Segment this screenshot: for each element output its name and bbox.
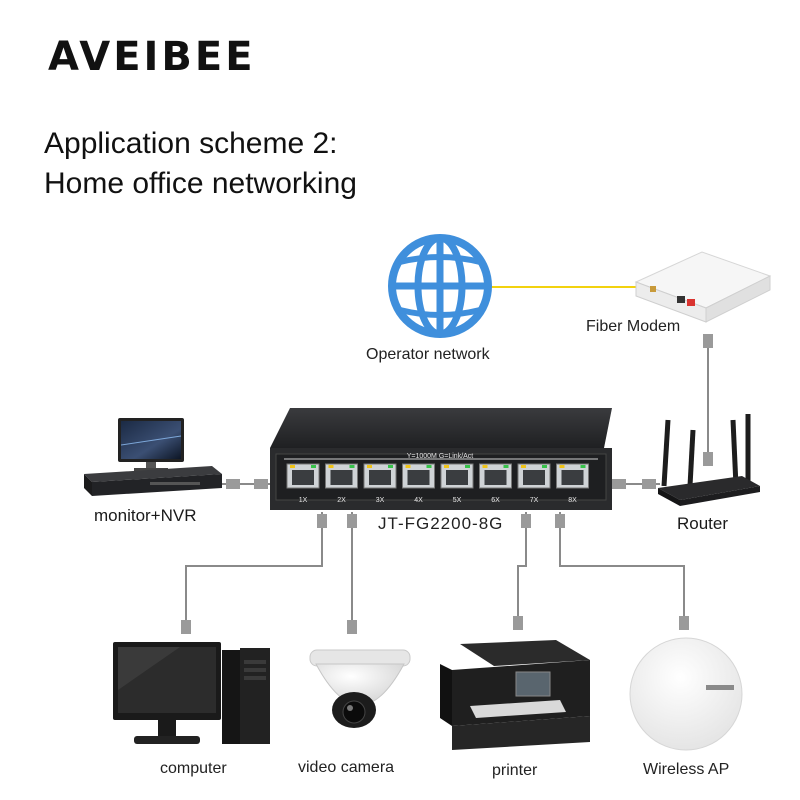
globe-icon xyxy=(388,234,492,338)
fiber-modem-label: Fiber Modem xyxy=(586,318,681,335)
switch-port-label: 1X xyxy=(299,497,308,504)
computer-label: computer xyxy=(160,760,227,777)
switch-port-led xyxy=(405,465,411,468)
switch-port-socket xyxy=(292,470,314,485)
switch-port-led xyxy=(503,465,509,468)
switch-port-socket xyxy=(523,470,545,485)
router-icon xyxy=(658,414,760,506)
switch-model-label: JT-FG2200-8G xyxy=(378,514,504,533)
switch-port-led xyxy=(521,465,526,468)
computer-icon xyxy=(113,642,270,744)
monitor-nvr-label: monitor+NVR xyxy=(94,506,197,525)
diagram-title: Application scheme 2: Home office networ… xyxy=(44,124,357,204)
switch-port-led xyxy=(580,465,586,468)
switch-port-led xyxy=(367,465,372,468)
switch-port-label: 4X xyxy=(414,497,423,504)
switch-port-led xyxy=(328,465,334,468)
switch-port-label: 7X xyxy=(530,497,539,504)
rj45-plug xyxy=(612,479,626,489)
downlink-cables xyxy=(185,512,685,626)
switch-ports: 1X 2X 3X 4X 5X 6X 7X 8X xyxy=(286,463,589,504)
monitor-nvr-icon xyxy=(84,418,222,496)
operator-network-label: Operator network xyxy=(366,346,490,363)
switch-port-led xyxy=(482,465,488,468)
switch-port-led xyxy=(444,465,449,468)
switch-port-label: 8X xyxy=(568,497,577,504)
router-label: Router xyxy=(677,514,729,533)
switch-port-led xyxy=(311,465,316,468)
switch-port-led xyxy=(388,465,393,468)
rj45-plug xyxy=(703,452,713,466)
printer-icon xyxy=(440,640,590,750)
switch-port-label: 2X xyxy=(337,497,346,504)
rj45-plugs xyxy=(181,514,689,634)
switch-port-label: 6X xyxy=(491,497,500,504)
switch-port-led xyxy=(349,465,355,468)
wireless-ap-icon xyxy=(629,637,743,751)
rj45-plug xyxy=(703,334,713,348)
switch-port-led xyxy=(542,465,547,468)
rj45-plug xyxy=(642,479,656,489)
switch-port-led xyxy=(290,465,295,468)
switch-port-socket xyxy=(484,470,507,485)
video-camera-label: video camera xyxy=(298,759,395,776)
switch-port-socket xyxy=(407,470,430,485)
wireless-ap-label: Wireless AP xyxy=(643,761,730,778)
printer-label: printer xyxy=(492,762,538,779)
rj45-plug xyxy=(254,479,268,489)
switch-port-socket xyxy=(561,470,584,485)
switch-port-led xyxy=(559,465,565,468)
switch-panel-label: Y=1000M G=Link/Act xyxy=(407,453,474,460)
title-line-1: Application scheme 2: xyxy=(44,127,338,160)
fiber-modem-icon xyxy=(634,251,772,323)
switch-port-socket xyxy=(330,470,353,485)
switch-port-led xyxy=(465,465,470,468)
switch-port-label: 3X xyxy=(376,497,385,504)
title-line-2: Home office networking xyxy=(44,167,357,200)
switch-port-label: 5X xyxy=(453,497,462,504)
switch-port-led xyxy=(426,465,432,468)
rj45-plug xyxy=(226,479,240,489)
video-camera-icon xyxy=(309,649,411,728)
switch-port-socket xyxy=(369,470,391,485)
switch-port-socket xyxy=(446,470,468,485)
brand-logo: AVEIBEE xyxy=(48,34,256,80)
